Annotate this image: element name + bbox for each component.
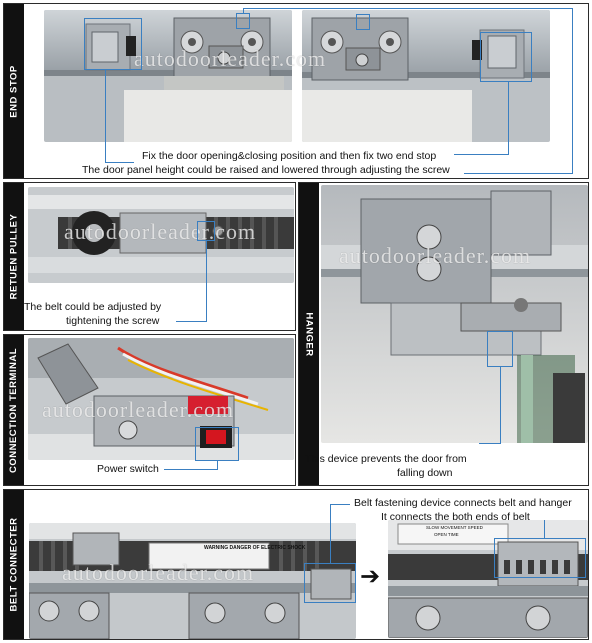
callout-line	[176, 321, 207, 322]
callout-line	[330, 504, 350, 505]
time-sticker-text: OPEN TIME	[434, 532, 459, 537]
callout-line	[479, 443, 501, 444]
belt-connecter-photo-right	[388, 520, 588, 638]
callout-line	[330, 504, 331, 563]
connection-terminal-panel: CONNECTION TERMINAL autodoorleader.com P…	[3, 334, 296, 486]
adjust-screw-callout-box	[197, 221, 215, 241]
belt-connecter-caption-line1: Belt fastening device connects belt and …	[354, 497, 572, 509]
hanger-label: HANGER	[299, 183, 319, 485]
watermark: autodoorleader.com	[134, 46, 327, 71]
watermark: autodoorleader.com	[62, 560, 255, 585]
hanger-photo	[321, 185, 588, 443]
hanger-caption-line1: This device prevents the door from	[305, 453, 467, 465]
watermark: autodoorleader.com	[339, 243, 532, 268]
return-pulley-caption-line1: The belt could be adjusted by	[24, 301, 162, 313]
belt-connecter-photo-left	[29, 523, 356, 639]
belt-connecter-caption-line2: It connects the both ends of belt	[381, 511, 530, 523]
belt-connector-callout-box	[494, 538, 586, 578]
return-pulley-label: RETUEN PULLEY	[4, 183, 24, 330]
end-stop-callout-box	[84, 18, 142, 70]
callout-line	[243, 8, 244, 14]
belt-connector-callout-box	[304, 563, 356, 603]
watermark: autodoorleader.com	[64, 219, 257, 244]
power-switch-callout-box	[195, 427, 239, 461]
callout-line	[105, 162, 134, 163]
power-switch-caption: Power switch	[97, 463, 159, 475]
belt-connecter-panel: BELT CONNECTER WARNING DANGER OF ELECTRI…	[3, 489, 589, 640]
callout-line	[164, 469, 218, 470]
callout-line	[508, 82, 509, 154]
end-stop-photo-right	[302, 10, 550, 142]
callout-line	[454, 154, 509, 155]
return-pulley-caption-line2: tightening the screw	[66, 315, 160, 327]
return-pulley-panel: RETUEN PULLEY autodoorleader.com The bel…	[3, 182, 296, 331]
screw-callout-box	[356, 14, 370, 30]
return-pulley-photo	[28, 187, 294, 283]
end-stop-photo-left	[44, 10, 292, 142]
arrow-right-icon: ➔	[360, 563, 381, 590]
end-stop-callout-box	[480, 32, 532, 82]
end-stop-label: END STOP	[4, 4, 24, 178]
connection-terminal-label: CONNECTION TERMINAL	[4, 335, 24, 485]
callout-line	[500, 367, 501, 443]
callout-line	[464, 173, 573, 174]
callout-line	[544, 520, 545, 538]
callout-line	[572, 8, 573, 174]
end-stop-caption-line2: The door panel height could be raised an…	[82, 164, 450, 176]
callout-line	[217, 461, 218, 469]
hanger-panel: HANGER autodoorleader.com This device	[298, 182, 589, 486]
callout-line	[105, 70, 106, 163]
watermark: autodoorleader.com	[42, 397, 235, 422]
hanger-caption-line2: falling down	[397, 467, 453, 479]
end-stop-caption-line1: Fix the door opening&closing position an…	[142, 150, 437, 162]
belt-connecter-label: BELT CONNECTER	[4, 490, 24, 639]
warning-sticker-text: WARNING DANGER OF ELECTRIC SHOCK	[204, 545, 306, 551]
callout-line	[243, 8, 573, 9]
connection-terminal-photo	[28, 338, 294, 460]
anti-fall-callout-box	[487, 331, 513, 367]
speed-sticker-text: SLOW MOVEMENT SPEED	[426, 525, 483, 530]
screw-callout-box	[236, 13, 250, 29]
callout-line	[206, 241, 207, 321]
end-stop-panel: END STOP	[3, 3, 589, 179]
